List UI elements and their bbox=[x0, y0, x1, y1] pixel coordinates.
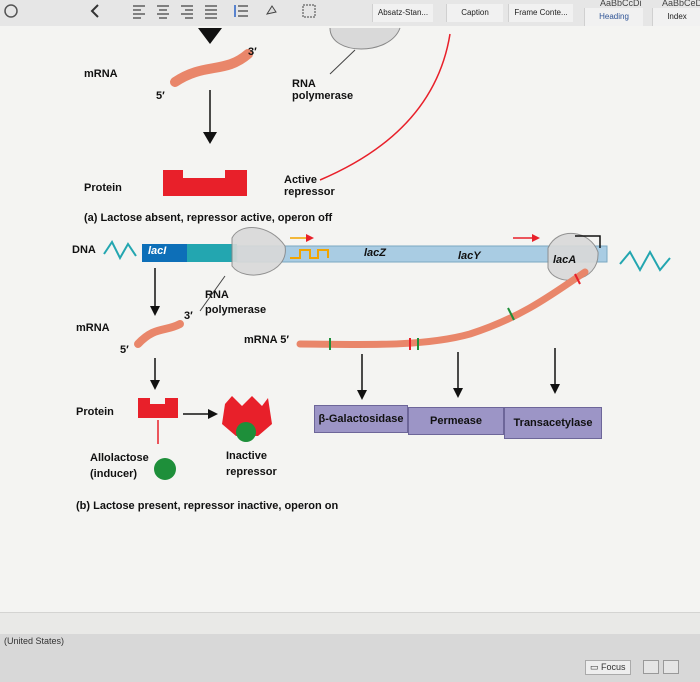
active-repressor-label: Active repressor bbox=[284, 174, 335, 198]
dna-helix-left bbox=[103, 240, 137, 261]
rna-polymerase-a bbox=[329, 27, 401, 50]
web-layout-icon[interactable] bbox=[663, 660, 679, 674]
mrna-strand-a bbox=[170, 49, 253, 87]
chevron-icon[interactable] bbox=[86, 2, 104, 20]
rna-polymerase-b1 bbox=[231, 227, 286, 276]
format-painter-icon[interactable] bbox=[2, 2, 20, 20]
focus-button[interactable]: ▭ Focus bbox=[585, 660, 631, 675]
three-prime-label-b: 3′ bbox=[184, 310, 193, 322]
laci-gene bbox=[142, 244, 187, 262]
repressor-curve bbox=[319, 33, 451, 181]
focus-icon: ▭ bbox=[590, 662, 602, 672]
three-prime-label-a: 3′ bbox=[248, 46, 257, 58]
operator-site bbox=[290, 249, 329, 259]
print-layout-icon[interactable] bbox=[643, 660, 659, 674]
permease-box: Permease bbox=[408, 407, 504, 435]
rna-polymerase-b2 bbox=[547, 232, 599, 281]
dna-helix-right bbox=[619, 249, 671, 273]
laca-label: lacA bbox=[553, 254, 577, 266]
style-frame-contents[interactable]: Frame Conte... bbox=[508, 4, 573, 22]
document-lower-area bbox=[0, 612, 700, 635]
lacy-label: lacY bbox=[458, 250, 481, 262]
style-preview-heading: AaBbCcDi bbox=[600, 0, 642, 8]
align-center-icon[interactable] bbox=[154, 2, 172, 20]
style-heading[interactable]: Heading bbox=[584, 8, 643, 26]
language-status[interactable]: (United States) bbox=[4, 636, 65, 646]
mrna-5-label: mRNA 5′ bbox=[244, 334, 290, 346]
mrna-label-b: mRNA bbox=[76, 322, 110, 334]
bound-inducer bbox=[236, 422, 256, 442]
style-absatz-standard[interactable]: Absatz-Stan... bbox=[372, 4, 433, 22]
mrna-long-strand bbox=[296, 268, 589, 349]
transacetylase-box: Transacetylase bbox=[504, 407, 602, 439]
caption-b: (b) Lactose present, repressor inactive,… bbox=[76, 500, 339, 512]
allolactose-molecule bbox=[154, 458, 176, 480]
status-bar: (United States) ▭ Focus bbox=[0, 634, 700, 682]
style-caption[interactable]: Caption bbox=[446, 4, 503, 22]
borders-icon[interactable] bbox=[300, 2, 318, 20]
align-right-icon[interactable] bbox=[178, 2, 196, 20]
dna-label: DNA bbox=[72, 244, 96, 256]
laci-label: lacI bbox=[148, 245, 167, 257]
repressor-protein-b bbox=[138, 398, 178, 418]
focus-label: Focus bbox=[601, 662, 626, 672]
lac-operon-figure bbox=[103, 27, 671, 480]
five-prime-label-a: 5′ bbox=[156, 90, 165, 102]
document-page[interactable]: 3′ mRNA 5′ RNA polymerase Protein Active… bbox=[0, 26, 700, 636]
style-preview-index: AaBbCeD bbox=[662, 0, 700, 8]
mrna-label-a: mRNA bbox=[84, 68, 118, 80]
word-ribbon: Absatz-Stan... Caption Frame Conte... He… bbox=[0, 0, 700, 27]
inactive-repressor-shape bbox=[222, 396, 272, 436]
active-repressor-shape bbox=[163, 170, 247, 196]
caption-a: (a) Lactose absent, repressor active, op… bbox=[84, 212, 333, 224]
protein-label-b: Protein bbox=[76, 406, 114, 418]
style-index[interactable]: Index bbox=[652, 8, 700, 26]
top-arrowhead bbox=[198, 28, 222, 44]
justify-icon[interactable] bbox=[202, 2, 220, 20]
lacz-label: lacZ bbox=[364, 247, 387, 259]
mrna-short-b bbox=[134, 320, 184, 348]
inactive-repressor-label: Inactive repressor bbox=[226, 450, 277, 478]
protein-label-a: Protein bbox=[84, 182, 122, 194]
line-spacing-icon[interactable] bbox=[232, 2, 250, 20]
five-prime-label-b: 5′ bbox=[120, 344, 129, 356]
allolactose-label: Allolactose (inducer) bbox=[90, 452, 149, 480]
rna-polymerase-label-a: RNA polymerase bbox=[292, 78, 354, 102]
beta-galactosidase-box: β-Galactosidase bbox=[314, 405, 408, 433]
shading-icon[interactable] bbox=[262, 2, 280, 20]
rna-polymerase-label-b: RNA polymerase bbox=[205, 289, 267, 316]
align-left-icon[interactable] bbox=[130, 2, 148, 20]
